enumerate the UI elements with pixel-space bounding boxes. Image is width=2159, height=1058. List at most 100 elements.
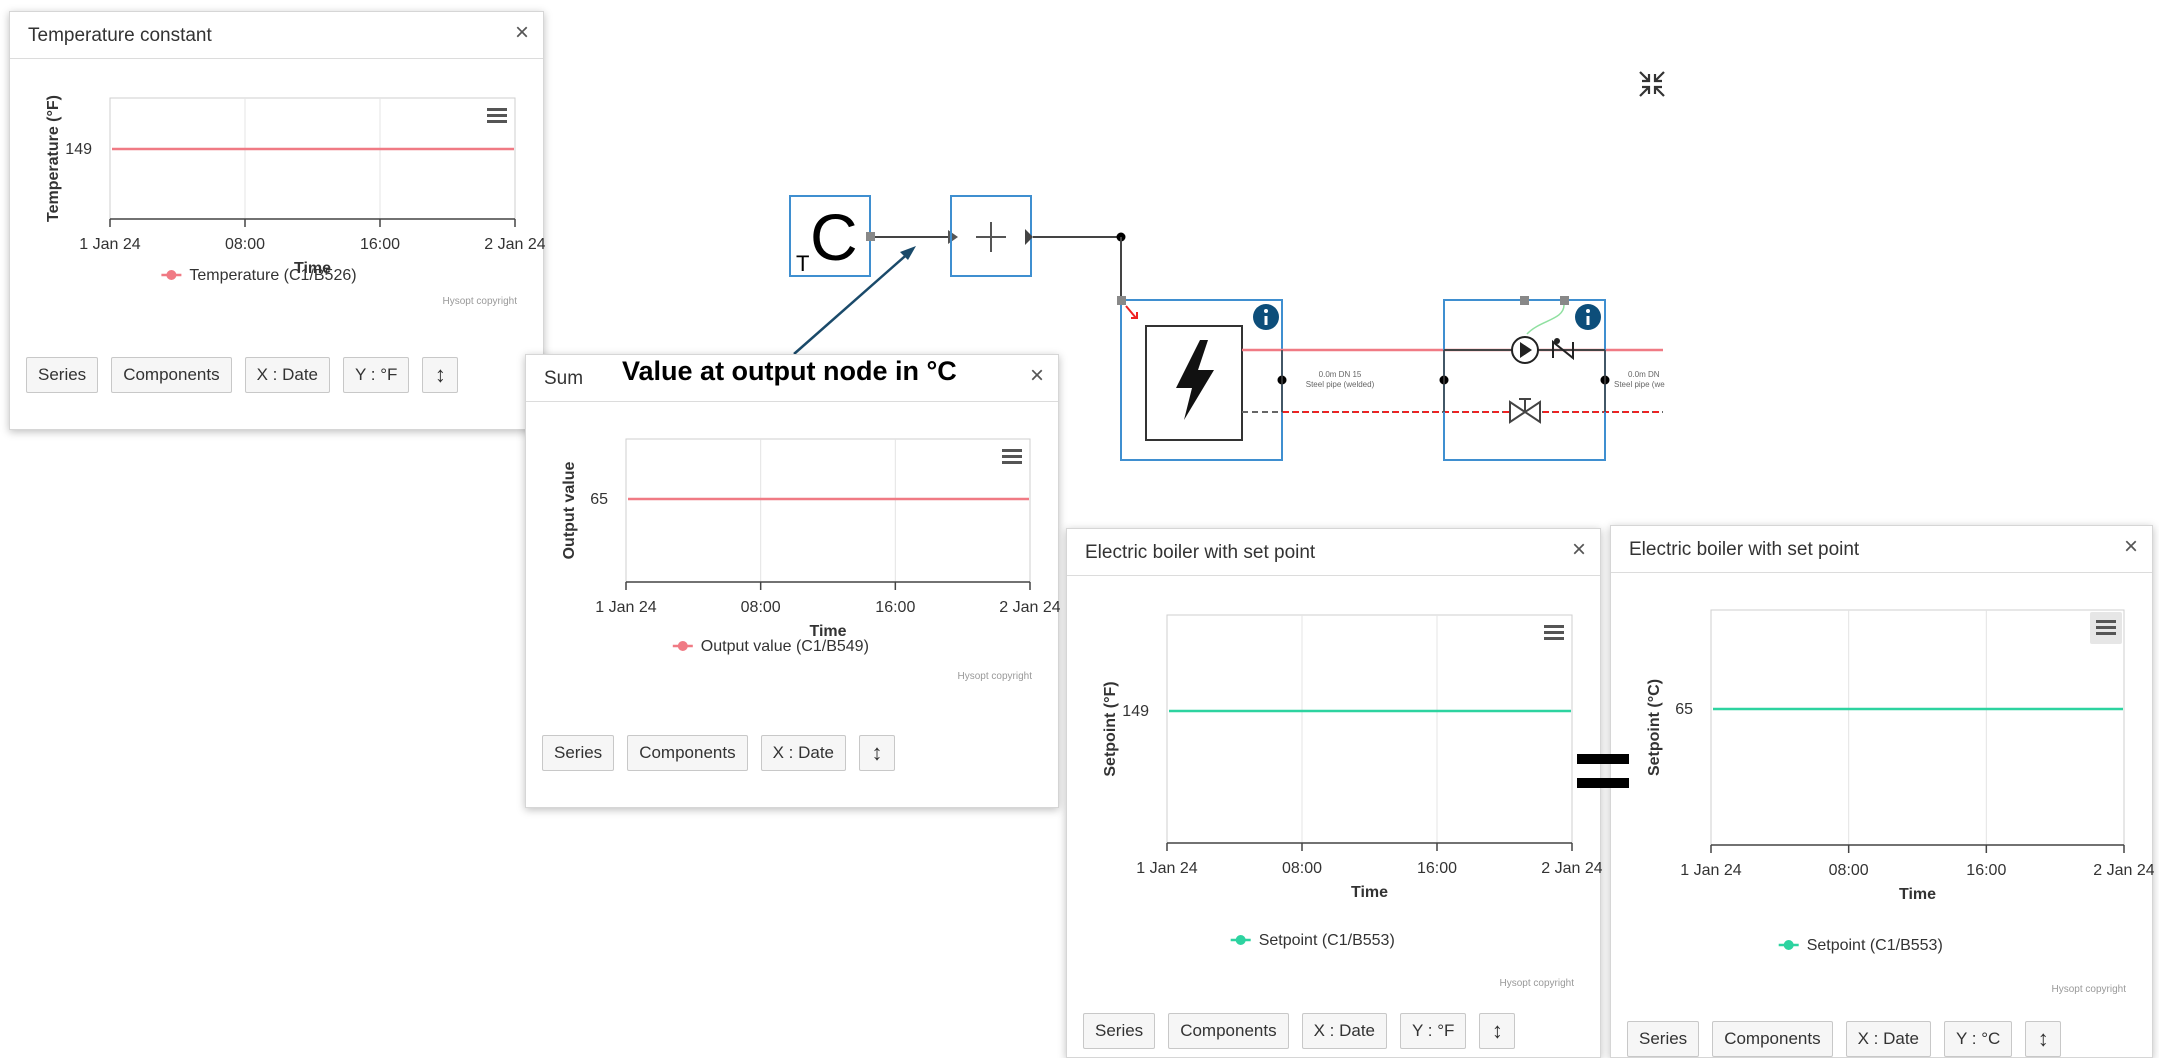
series-button[interactable]: Series (1083, 1013, 1156, 1049)
panel-title: Temperature constant (28, 25, 212, 46)
x-tick-label: 08:00 (741, 599, 781, 616)
legend-item[interactable]: Output value (C1/B549) (672, 638, 869, 655)
x-date-button[interactable]: X : Date (760, 735, 846, 771)
x-tick-label: 1 Jan 24 (595, 599, 656, 616)
pipe-label-2-line2: Steel pipe (we (1614, 380, 1665, 389)
components-button[interactable]: Components (111, 357, 232, 393)
x-tick-label: 2 Jan 24 (1541, 860, 1602, 877)
check-valve-icon[interactable] (1552, 338, 1574, 361)
panel-toolbar: Series Components X : Date Y : °F ↕ (1083, 1013, 1516, 1049)
plot-area (1166, 614, 1573, 844)
legend-item[interactable]: Setpoint (C1/B553) (1778, 937, 1943, 954)
plus-icon (976, 222, 1006, 252)
y-tick-label: 149 (65, 141, 92, 158)
close-icon[interactable]: × (1571, 536, 1586, 563)
constant-block-symbol: C (810, 200, 858, 274)
x-tick-label: 16:00 (1417, 860, 1457, 877)
callout-label: Value at output node in °C (622, 356, 957, 386)
series-button[interactable]: Series (542, 735, 615, 771)
pump-group-port-1[interactable] (1520, 296, 1529, 305)
legend-label: Output value (C1/B549) (701, 638, 869, 655)
valve-icon[interactable] (1509, 398, 1541, 424)
x-date-button[interactable]: X : Date (1301, 1013, 1387, 1049)
hamburger-menu-icon[interactable] (2090, 612, 2122, 644)
x-tick-label: 16:00 (1966, 862, 2006, 879)
pump-icon[interactable] (1511, 336, 1539, 364)
credits-text[interactable]: Hysopt copyright (1500, 978, 1575, 989)
credits-text[interactable]: Hysopt copyright (2052, 984, 2127, 995)
collapse-icon[interactable] (1636, 68, 1668, 100)
x-tick-label: 16:00 (875, 599, 915, 616)
panel-toolbar: Series Components X : Date Y : °F ↕ (26, 357, 459, 393)
vertical-resize-icon[interactable]: ↕ (859, 735, 895, 771)
legend-item[interactable]: Setpoint (C1/B553) (1230, 932, 1395, 949)
y-axis-label: Setpoint (°F) (1102, 681, 1119, 776)
hamburger-menu-icon[interactable] (1544, 625, 1564, 640)
hamburger-menu-icon[interactable] (487, 108, 507, 123)
x-tick-label: 08:00 (225, 236, 265, 253)
x-tick-label: 2 Jan 24 (2093, 862, 2154, 879)
y-c-button[interactable]: Y : °C (1944, 1021, 2013, 1057)
panel-header[interactable]: Sum× (526, 355, 1058, 402)
series-button[interactable]: Series (1627, 1021, 1700, 1057)
x-tick-label: 2 Jan 24 (484, 236, 545, 253)
y-f-button[interactable]: Y : °F (343, 357, 410, 393)
close-icon[interactable]: × (1029, 362, 1044, 389)
vertical-resize-icon[interactable]: ↕ (422, 357, 459, 393)
equals-sign (1577, 754, 1629, 790)
components-button[interactable]: Components (1168, 1013, 1289, 1049)
constant-block-subscript: T (796, 251, 809, 276)
panel-header[interactable]: Temperature constant × (10, 12, 543, 59)
pump-group-port-2[interactable] (1560, 296, 1569, 305)
plot-area (625, 438, 1031, 583)
x-tick-label: 08:00 (1282, 860, 1322, 877)
y-f-button[interactable]: Y : °F (1400, 1013, 1467, 1049)
legend-label: Temperature (C1/B526) (189, 267, 356, 284)
sum-output-port[interactable] (1025, 229, 1033, 245)
legend-item[interactable]: Temperature (C1/B526) (161, 267, 357, 284)
hamburger-menu-icon[interactable] (1002, 449, 1022, 464)
legend-marker (1235, 935, 1246, 945)
x-axis-label: Time (809, 623, 846, 640)
pipe-label-2-line1: 0.0m DN (1628, 370, 1660, 379)
series-button[interactable]: Series (26, 357, 99, 393)
x-tick-label: 08:00 (1829, 862, 1869, 879)
lightning-bolt-icon (1176, 340, 1214, 420)
x-axis-label: Time (1351, 884, 1388, 901)
x-date-button[interactable]: X : Date (1845, 1021, 1931, 1057)
components-button[interactable]: Components (627, 735, 748, 771)
control-wire (1526, 304, 1565, 335)
close-icon[interactable]: × (2123, 533, 2138, 560)
constant-output-port[interactable] (866, 232, 875, 241)
vertical-resize-icon[interactable]: ↕ (1479, 1013, 1516, 1049)
x-date-button[interactable]: X : Date (244, 357, 330, 393)
sum-input-port[interactable] (948, 230, 958, 244)
panel-title: Electric boiler with set point (1085, 542, 1316, 563)
legend-label: Setpoint (C1/B553) (1807, 937, 1943, 954)
legend-marker (1783, 940, 1794, 950)
panel-header[interactable]: Electric boiler with set point × (1067, 529, 1600, 576)
y-axis-label: Setpoint (°C) (1646, 679, 1663, 776)
vertical-resize-icon[interactable]: ↕ (2025, 1021, 2062, 1057)
x-axis-label: Time (294, 260, 331, 277)
info-icon[interactable] (1253, 304, 1279, 330)
legend-marker (166, 270, 177, 280)
credits-text[interactable]: Hysopt copyright (958, 671, 1033, 682)
info-icon[interactable] (1575, 304, 1601, 330)
components-button[interactable]: Components (1712, 1021, 1833, 1057)
x-axis-label: Time (1899, 886, 1936, 903)
legend-label: Setpoint (C1/B553) (1259, 932, 1395, 949)
boiler-setpoint-port[interactable] (1117, 296, 1126, 305)
credits-text[interactable]: Hysopt copyright (443, 296, 518, 307)
y-tick-label: 65 (590, 491, 608, 508)
hydraulic-diagram: C T 0.0m DN 15 Steel pipe (w (789, 195, 1665, 461)
panel-header[interactable]: Electric boiler with set point× (1611, 526, 2152, 573)
close-icon[interactable]: × (514, 19, 529, 46)
